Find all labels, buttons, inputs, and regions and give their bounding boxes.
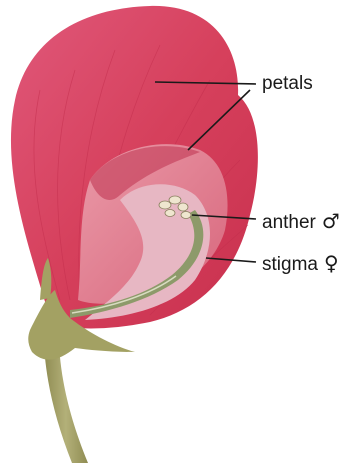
label-stigma: stigma ♀ — [262, 253, 339, 274]
label-stigma-text: stigma — [262, 254, 318, 275]
female-symbol-icon: ♀ — [324, 251, 339, 275]
label-petals: petals — [262, 74, 313, 93]
label-petals-text: petals — [262, 73, 313, 94]
label-anther: anther ♂ — [262, 211, 340, 232]
male-symbol-icon: ♂ — [322, 209, 340, 233]
label-anther-text: anther — [262, 212, 316, 233]
